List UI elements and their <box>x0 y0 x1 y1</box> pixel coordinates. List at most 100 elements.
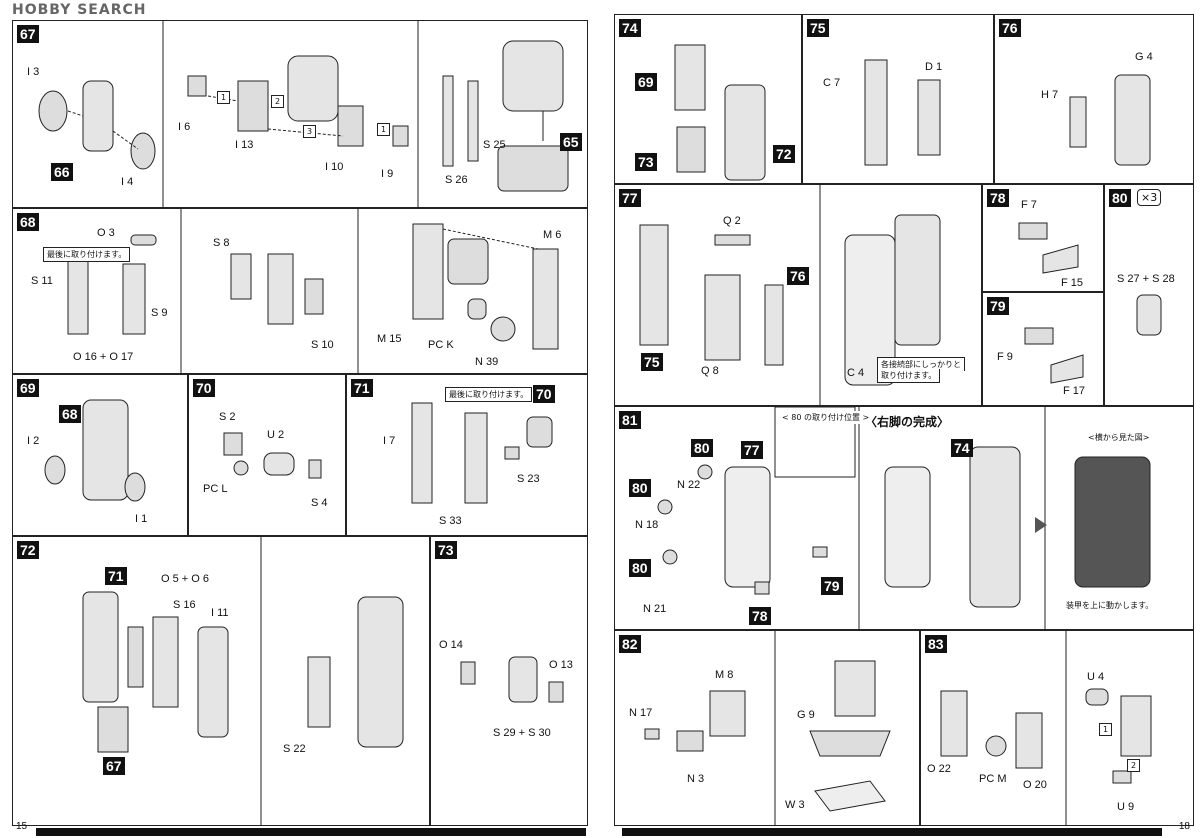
note-connect-2: 取り付けます。 <box>877 369 941 383</box>
order-1: 1 <box>217 91 231 104</box>
step-77-panel: 77 Q 2 Q 8 75 76 C 4 各接続部にしっかりと 取り付けます。 <box>614 184 982 406</box>
step-number: 75 <box>807 19 829 37</box>
label-G9: G 9 <box>797 709 815 721</box>
label-U2: U 2 <box>267 429 285 441</box>
inset-position: < 80 の取り付け位置 > <box>779 411 873 424</box>
step-82-drawing <box>644 631 891 825</box>
step-number: 82 <box>619 635 641 653</box>
label-M15: M 15 <box>377 333 402 345</box>
label-M8: M 8 <box>715 669 734 681</box>
label-Q2: Q 2 <box>723 215 741 227</box>
step-74-panel: 74 69 73 72 <box>614 14 802 184</box>
label-I2: I 2 <box>27 435 40 447</box>
order-1b: 1 <box>377 123 391 136</box>
label-I11: I 11 <box>211 607 229 619</box>
ref-80-mid: 80 <box>629 479 651 497</box>
footer-bar-right <box>622 828 1162 836</box>
order-3: 3 <box>303 125 317 138</box>
step-number: 83 <box>925 635 947 653</box>
step-70-panel: 70 S 2 U 2 PC L S 4 <box>188 374 346 536</box>
step-75-drawing <box>864 59 941 166</box>
label-S11: S 11 <box>31 275 53 287</box>
label-I10: I 10 <box>325 161 344 173</box>
label-F17: F 17 <box>1063 385 1086 397</box>
label-O5-O6: O 5 + O 6 <box>161 573 209 585</box>
step-number: 79 <box>987 297 1009 315</box>
label-O3: O 3 <box>97 227 115 239</box>
ref-70: 70 <box>533 385 555 403</box>
label-S9: S 9 <box>151 307 168 319</box>
ref-67: 67 <box>103 757 125 775</box>
step-number: 72 <box>17 541 39 559</box>
label-U9: U 9 <box>1117 801 1135 813</box>
label-C7: C 7 <box>823 77 841 89</box>
label-S25: S 25 <box>483 139 506 151</box>
left-page: HOBBY SEARCH 67 I 3 I 6 I 13 I <box>6 2 588 836</box>
label-G4: G 4 <box>1135 51 1153 63</box>
step-81-panel: 81 80 77 80 80 79 78 N 22 N 18 N 21 < 80… <box>614 406 1194 630</box>
right-page: 74 69 73 72 75 C 7 D 1 76 H 7 G 4 77 <box>612 8 1194 836</box>
right-leg-complete-title: 〈右脚の完成〉 <box>865 415 950 429</box>
note-attach-last-71: 最後に取り付けます。 <box>445 387 533 402</box>
step-number: 73 <box>435 541 457 559</box>
step-number: 74 <box>619 19 641 37</box>
label-S22: S 22 <box>283 743 306 755</box>
label-F9: F 9 <box>997 351 1013 363</box>
label-Q8: Q 8 <box>701 365 719 377</box>
step-number: 80 <box>1109 189 1131 207</box>
label-F15: F 15 <box>1061 277 1084 289</box>
label-PCL: PC L <box>203 483 228 495</box>
footer-bar <box>36 828 586 836</box>
label-I3: I 3 <box>27 66 40 78</box>
times-three: ×3 <box>1137 189 1162 206</box>
label-I13: I 13 <box>235 139 254 151</box>
label-S33: S 33 <box>439 515 462 527</box>
step-number: 70 <box>193 379 215 397</box>
label-N22: N 22 <box>677 479 701 491</box>
label-I6: I 6 <box>178 121 191 133</box>
label-N3: N 3 <box>687 773 705 785</box>
step-75-panel: 75 C 7 D 1 <box>802 14 994 184</box>
label-O20: O 20 <box>1023 779 1047 791</box>
page-number-left: 15 <box>16 821 28 832</box>
step-68-drawing <box>67 209 559 373</box>
step-67-drawing <box>38 21 569 207</box>
ref-68: 68 <box>59 405 81 423</box>
note-attach-last: 最後に取り付けます。 <box>43 247 131 262</box>
step-80-drawing <box>1136 294 1162 336</box>
step-number: 76 <box>999 19 1021 37</box>
label-O14: O 14 <box>439 639 463 651</box>
label-S10: S 10 <box>311 339 334 351</box>
order-2: 2 <box>271 95 285 108</box>
step-79-drawing <box>1024 327 1084 384</box>
label-S26: S 26 <box>445 174 468 186</box>
step-79-panel: 79 F 9 F 17 <box>982 292 1104 406</box>
step-number: 77 <box>619 189 641 207</box>
step-73-panel: 73 O 14 O 13 S 29 + S 30 <box>430 536 588 826</box>
label-N17: N 17 <box>629 707 653 719</box>
label-C4: C 4 <box>847 367 865 379</box>
label-I4: I 4 <box>121 176 134 188</box>
page-number-right: 18 <box>1178 821 1190 832</box>
order-83-2: 2 <box>1127 759 1141 772</box>
ref-65: 65 <box>560 133 582 151</box>
label-H7: H 7 <box>1041 89 1059 101</box>
step-76-drawing <box>1069 74 1151 166</box>
label-S8: S 8 <box>213 237 230 249</box>
label-N39: N 39 <box>475 356 499 368</box>
label-O13: O 13 <box>549 659 573 671</box>
label-S29-S30: S 29 + S 30 <box>493 727 551 739</box>
ref-75: 75 <box>641 353 663 371</box>
step-83-drawing <box>940 631 1152 825</box>
label-S16: S 16 <box>173 599 196 611</box>
step-78-panel: 78 F 7 F 15 <box>982 184 1104 292</box>
ref-80-low: 80 <box>629 559 651 577</box>
label-S23: S 23 <box>517 473 540 485</box>
step-number: 69 <box>17 379 39 397</box>
label-PCM: PC M <box>979 773 1007 785</box>
step-number: 81 <box>619 411 641 429</box>
step-67-panel: 67 I 3 I 6 I 13 I 10 I 9 I 4 <box>12 20 588 208</box>
ref-77: 77 <box>741 441 763 459</box>
ref-76: 76 <box>787 267 809 285</box>
label-N18: N 18 <box>635 519 659 531</box>
